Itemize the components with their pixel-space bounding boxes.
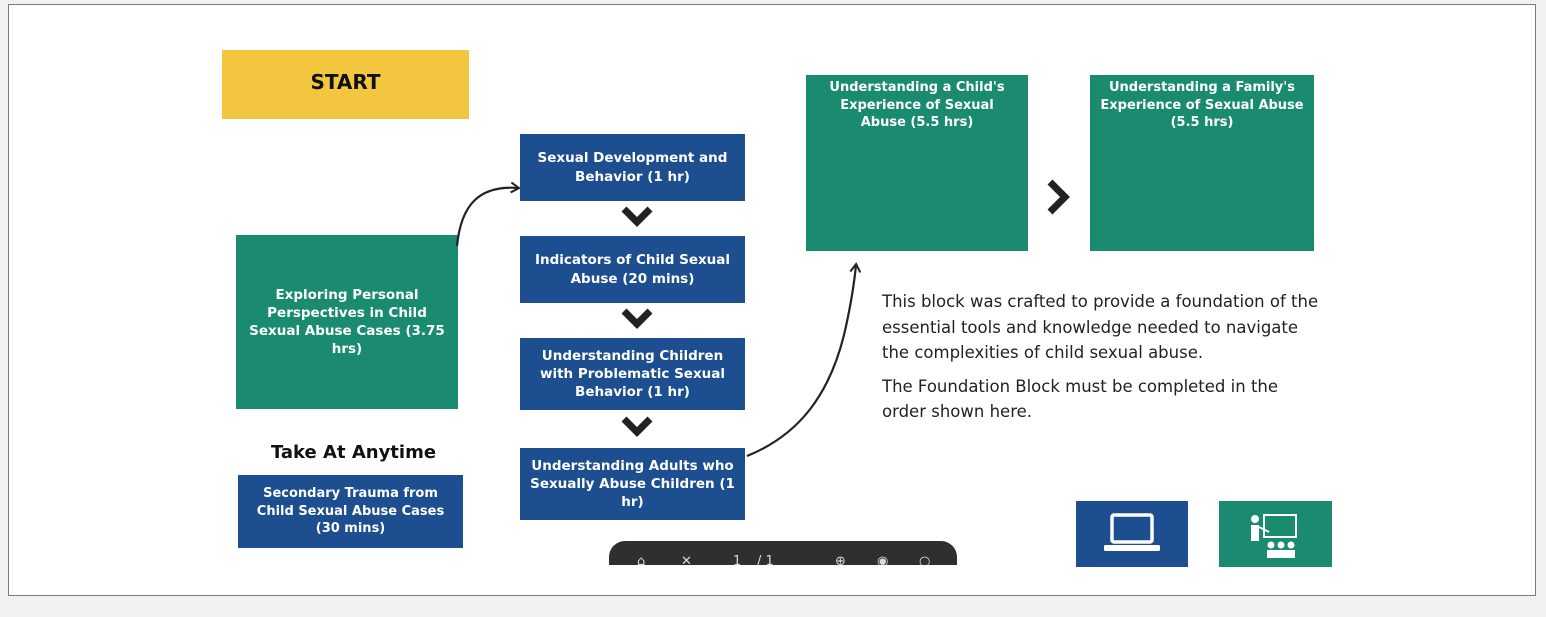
arrow-to-sexual-development	[455, 181, 521, 247]
take-at-anytime-heading: Take At Anytime	[270, 442, 437, 463]
sexual-development-box: Sexual Development and Behavior (1 hr)	[520, 134, 745, 201]
chevron-down-icon	[621, 416, 653, 437]
chevron-down-icon	[621, 308, 653, 329]
close-icon[interactable]: ✕	[681, 554, 692, 565]
chevron-down-icon	[621, 206, 653, 227]
family-experience-box: Understanding a Family's Experience of S…	[1090, 75, 1314, 251]
zoom-in-icon[interactable]: ⊕	[835, 554, 846, 565]
child-experience-box: Understanding a Child's Experience of Se…	[806, 75, 1028, 251]
chevron-right-icon	[1047, 179, 1070, 215]
problematic-behavior-box: Understanding Children with Problematic …	[520, 338, 745, 410]
page-current[interactable]: 1	[733, 554, 742, 565]
search-icon[interactable]: ○	[919, 554, 931, 565]
fit-icon[interactable]: ◉	[877, 554, 889, 565]
adults-who-abuse-box: Understanding Adults who Sexually Abuse …	[520, 448, 745, 520]
secondary-trauma-box: Secondary Trauma from Child Sexual Abuse…	[238, 475, 463, 548]
classroom-presentation-icon	[1219, 501, 1332, 567]
arrow-to-child-experience	[746, 262, 862, 458]
foundation-description: This block was crafted to provide a foun…	[882, 289, 1322, 433]
description-paragraph-1: This block was crafted to provide a foun…	[882, 292, 1319, 363]
start-label: START	[222, 50, 469, 119]
page-total: / 1	[757, 554, 774, 565]
indicators-box: Indicators of Child Sexual Abuse (20 min…	[520, 236, 745, 303]
laptop-icon	[1076, 501, 1188, 567]
flow-arrows	[455, 181, 862, 458]
exploring-personal-perspectives-box: Exploring Personal Perspectives in Child…	[236, 235, 458, 409]
description-paragraph-2: The Foundation Block must be completed i…	[882, 376, 1279, 422]
home-icon[interactable]: ⌂	[637, 554, 646, 565]
document-page: START Exploring Personal Perspectives in…	[8, 4, 1536, 596]
viewer-toolbar[interactable]: ⌂ ✕ 1 / 1 ⊕ ◉ ○	[609, 541, 957, 565]
